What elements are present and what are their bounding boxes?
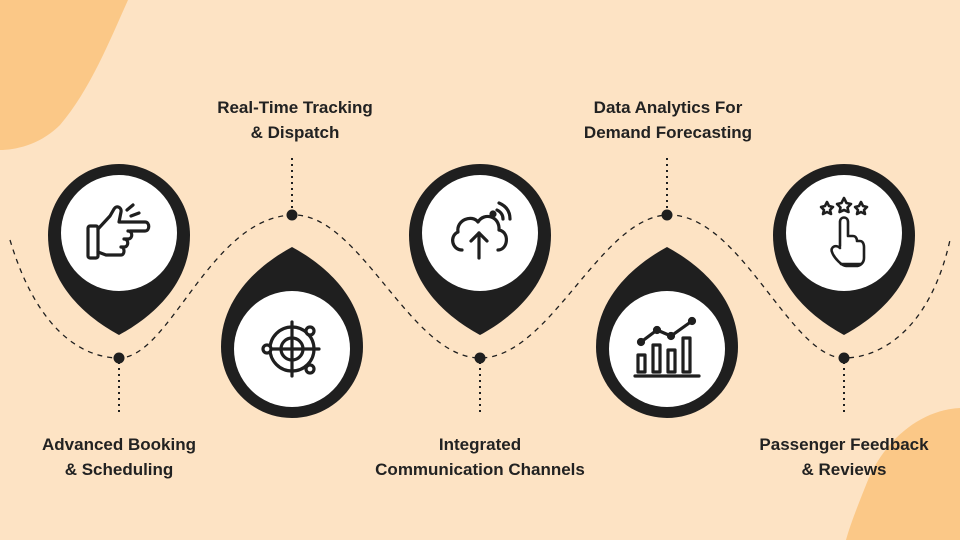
step-4-label-line-1: Data Analytics For xyxy=(593,98,743,117)
step-5-label-line-1: Passenger Feedback xyxy=(759,435,929,454)
step-1-label-line-1: Advanced Booking xyxy=(42,435,196,454)
step-1-label-line-2: & Scheduling xyxy=(64,460,174,479)
pin-circle xyxy=(786,175,902,291)
step-2-label-line-1: Real-Time Tracking xyxy=(217,98,373,117)
path-dot-5 xyxy=(838,352,850,364)
step-3-label-line-1: Integrated xyxy=(438,435,522,454)
dashed-wave-path xyxy=(9,214,951,359)
step-5-label-line-2: & Reviews xyxy=(801,460,887,479)
step-4-label: Data Analytics For Demand Forecasting xyxy=(528,95,808,145)
step-3-label: Integrated Communication Channels xyxy=(340,432,620,482)
pointing-hand-icon xyxy=(86,203,151,260)
step-5-pin xyxy=(773,164,915,335)
step-3-label-line-2: Communication Channels xyxy=(375,460,585,479)
bottom-right-blob xyxy=(846,408,960,540)
step-2-pin xyxy=(221,247,363,418)
bar-chart-trend-icon xyxy=(633,316,701,378)
step-4-label-line-2: Demand Forecasting xyxy=(583,123,753,142)
path-dot-4 xyxy=(661,209,673,221)
target-radar-icon xyxy=(261,320,321,378)
top-left-blob xyxy=(0,0,128,150)
path-dot-1 xyxy=(113,352,125,364)
step-3-pin xyxy=(409,164,551,335)
step-5-label: Passenger Feedback & Reviews xyxy=(704,432,960,482)
path-dot-3 xyxy=(474,352,486,364)
step-2-label-line-2: & Dispatch xyxy=(250,123,340,142)
step-1-label: Advanced Booking & Scheduling xyxy=(0,432,259,482)
step-2-label: Real-Time Tracking & Dispatch xyxy=(155,95,435,145)
pin-circle xyxy=(61,175,177,291)
stars-tap-hand-icon xyxy=(819,196,869,268)
step-1-pin xyxy=(48,164,190,335)
path-dot-2 xyxy=(286,209,298,221)
step-4-pin xyxy=(596,247,738,418)
cloud-upload-signal-icon xyxy=(451,201,512,260)
